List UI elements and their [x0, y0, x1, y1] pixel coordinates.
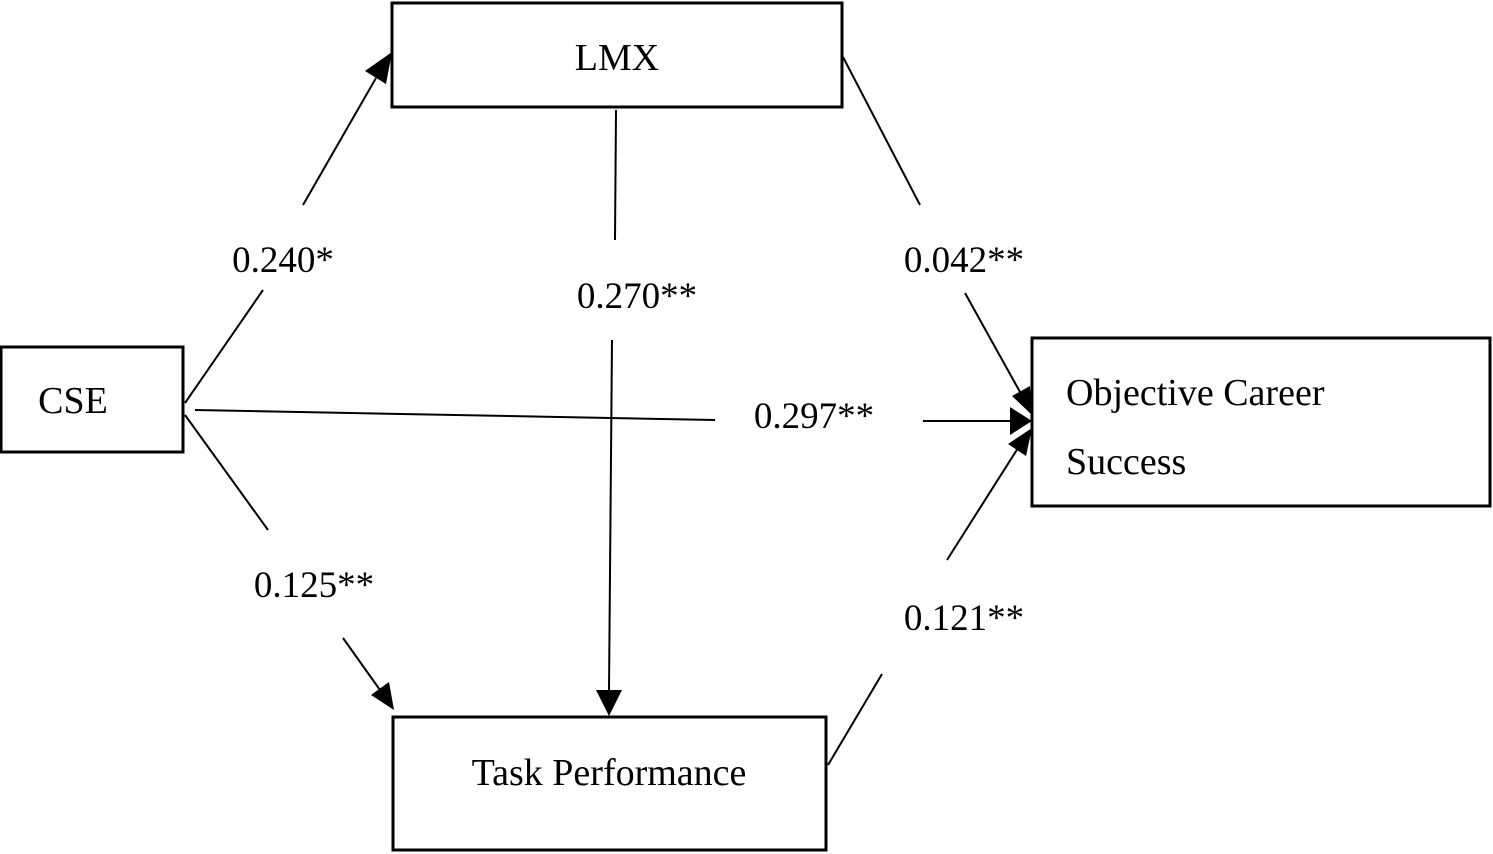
- coef-lmx-to-task: 0.270**: [577, 276, 697, 317]
- arrowhead-lmx-to-task: [596, 690, 622, 716]
- coef-cse-to-task: 0.125**: [254, 565, 374, 606]
- node-objective-career-success: Objective Career Success: [1030, 336, 1492, 508]
- coef-lmx-to-ocs: 0.042**: [904, 240, 1024, 281]
- arrowhead-lmx-to-ocs: [1012, 386, 1032, 415]
- edge-cse-to-lmx: [184, 289, 264, 404]
- node-task-performance-label: Task Performance: [472, 752, 747, 794]
- arrowhead-task-to-ocs: [1008, 428, 1032, 456]
- edge-lmx-to-task: [608, 339, 613, 691]
- arrowhead-cse-to-task: [371, 682, 394, 710]
- edge-task-to-ocs: [946, 447, 1019, 561]
- edge-lmx-to-ocs: [842, 56, 921, 206]
- arrowhead-cse-to-ocs: [1010, 407, 1032, 435]
- node-objective-career-success-label-line2: Success: [1066, 441, 1186, 483]
- node-objective-career-success-label-line1: Objective Career: [1066, 372, 1325, 414]
- edge-lmx-to-task: [614, 109, 617, 241]
- node-lmx: LMX: [390, 1, 844, 109]
- coef-task-to-ocs: 0.121**: [904, 598, 1024, 639]
- edge-cse-to-lmx: [302, 77, 377, 206]
- node-task-performance: Task Performance: [391, 715, 828, 852]
- coef-cse-to-lmx: 0.240*: [232, 240, 334, 281]
- node-lmx-label: LMX: [575, 37, 659, 79]
- node-cse-label: CSE: [38, 380, 108, 422]
- coef-cse-to-ocs: 0.297**: [754, 396, 874, 437]
- edge-cse-to-task: [342, 637, 381, 691]
- edge-cse-to-ocs: [194, 409, 716, 421]
- edge-cse-to-task: [184, 414, 269, 531]
- arrowhead-cse-to-lmx: [365, 52, 392, 84]
- edge-lmx-to-ocs: [964, 292, 1021, 393]
- node-cse: CSE: [0, 345, 185, 454]
- edge-task-to-ocs: [827, 673, 883, 766]
